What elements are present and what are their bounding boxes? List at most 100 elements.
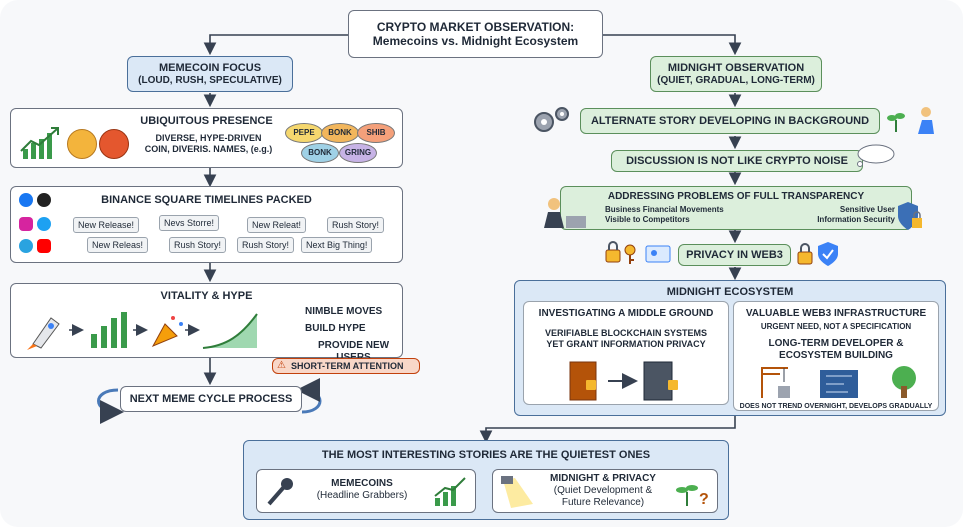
shield-lock-icon — [898, 202, 922, 230]
closed-door-icon — [643, 361, 678, 401]
tree-icon — [892, 366, 916, 398]
ecosystem-title: MIDNIGHT ECOSYSTEM — [666, 286, 794, 298]
transparency-right-line1: Sensitive User — [839, 205, 895, 214]
coin-pepe: PEPE — [285, 123, 323, 143]
alternate-story-label: ALTERNATE STORY DEVELOPING IN BACKGROUND — [590, 115, 870, 127]
outcome-new-users: PROVIDE NEW USERS — [317, 340, 390, 363]
growth-curve-icon — [202, 313, 258, 349]
midnight-privacy-subtitle-1: (Quiet Development & — [553, 485, 653, 496]
building-illustration — [761, 366, 916, 398]
twitter-icon — [37, 217, 51, 231]
main-title-box: CRYPTO MARKET OBSERVATION: Memecoins vs.… — [348, 10, 603, 58]
arrow-title-to-midnight — [603, 34, 742, 56]
instagram-icon — [19, 217, 33, 231]
binance-icon — [37, 193, 51, 207]
post-pill: Rush Story! — [169, 237, 227, 253]
midnight-observation-subtitle: (QUIET, GRADUAL, LONG-TERM) — [657, 75, 815, 86]
post-pill: New Releat! — [247, 217, 307, 233]
growth-chart-icon — [20, 127, 59, 159]
ubiquitous-text-line2: COIN, DIVERIS. NAMES, (e.g.) — [144, 144, 273, 154]
conclusion-title: THE MOST INTERESTING STORIES ARE THE QUI… — [321, 449, 651, 461]
coin-bonk: BONK — [321, 123, 359, 143]
middle-ground-title: INVESTIGATING A MIDDLE GROUND — [538, 308, 714, 319]
midnight-ecosystem-box: MIDNIGHT ECOSYSTEM INVESTIGATING A MIDDL… — [514, 280, 946, 416]
post-pill: Next Big Thing! — [301, 237, 373, 253]
ubiquitous-presence-box: UBIQUITOUS PRESENCE DIVERSE, HYPE-DRIVEN… — [10, 108, 403, 168]
plant-person-icon — [887, 107, 934, 134]
transparency-left: Business Financial Movements Visible to … — [605, 205, 724, 225]
transparency-left-line1: Business Financial Movements — [605, 205, 724, 214]
next-meme-cycle-label: NEXT MEME CYCLE PROCESS — [129, 393, 293, 405]
alternate-story-box: ALTERNATE STORY DEVELOPING IN BACKGROUND — [580, 108, 880, 134]
outcome-build-hype: BUILD HYPE — [305, 323, 366, 334]
memecoin-focus-header: MEMECOIN FOCUS (LOUD, RUSH, SPECULATIVE) — [127, 56, 293, 92]
youtube-icon — [37, 239, 51, 253]
bars-icon — [91, 312, 127, 348]
privacy-web3-label: PRIVACY IN WEB3 — [686, 249, 783, 261]
ubiquitous-text-line1: DIVERSE, HYPE-DRIVEN — [155, 133, 262, 143]
doge-coin-icon — [67, 129, 97, 159]
memecoin-focus-title: MEMECOIN FOCUS — [158, 62, 262, 74]
open-door-icon — [569, 361, 597, 401]
memecoins-title: MEMECOINS — [331, 478, 393, 489]
midnight-observation-header: MIDNIGHT OBSERVATION (QUIET, GRADUAL, LO… — [650, 56, 822, 92]
post-pill: Rush Story! — [327, 217, 385, 233]
main-title-line1: CRYPTO MARKET OBSERVATION: — [376, 20, 575, 34]
post-pill: New Releas! — [87, 237, 149, 253]
gears-icon — [534, 107, 569, 132]
memecoins-card: MEMECOINS (Headline Grabbers) — [256, 469, 476, 513]
growth-chart-icon — [434, 477, 466, 506]
warning-icon: ⚠ — [277, 360, 286, 371]
telegram-icon — [19, 239, 33, 253]
discussion-box: DISCUSSION IS NOT LIKE CRYPTO NOISE — [611, 150, 863, 172]
transparency-left-line2: Visible to Competitors — [605, 215, 690, 224]
crane-icon — [761, 367, 790, 398]
vitality-title: VITALITY & HYPE — [160, 290, 253, 302]
middle-ground-text-line2: YET GRANT INFORMATION PRIVACY — [546, 339, 706, 349]
infrastructure-panel: VALUABLE WEB3 INFRASTRUCTURE URGENT NEED… — [733, 301, 939, 411]
svg-text:?: ? — [699, 491, 709, 508]
party-popper-icon — [151, 316, 183, 348]
business-person-icon — [544, 198, 586, 228]
conclusion-box: THE MOST INTERESTING STORIES ARE THE QUI… — [243, 440, 729, 520]
transparency-right-line2: Information Security — [817, 215, 895, 224]
post-pill: Rush Story! — [237, 237, 295, 253]
post-pill: Nevs Storre! — [159, 215, 220, 231]
lock-shield-icons — [797, 242, 838, 266]
outcome-nimble-moves: NIMBLE MOVES — [305, 306, 383, 317]
shib-coin-icon — [99, 129, 129, 159]
midnight-privacy-subtitle-2: Future Relevance) — [561, 497, 645, 508]
thought-cloud-icon — [857, 144, 895, 167]
ubiquitous-text: DIVERSE, HYPE-DRIVEN COIN, DIVERIS. NAME… — [131, 133, 286, 155]
coin-bonk-2: BONK — [301, 143, 339, 163]
hype-illustration — [27, 312, 258, 350]
transparency-box: ADDRESSING PROBLEMS OF FULL TRANSPARENCY… — [560, 186, 912, 230]
spotlight-icon — [501, 476, 533, 508]
long-term-title: LONG-TERM DEVELOPER & ECOSYSTEM BUILDING — [734, 338, 938, 362]
middle-ground-panel: INVESTIGATING A MIDDLE GROUND VERIFIABLE… — [523, 301, 729, 405]
main-title-line2: Memecoins vs. Midnight Ecosystem — [372, 34, 579, 48]
midnight-privacy-card: MIDNIGHT & PRIVACY (Quiet Development & … — [492, 469, 718, 513]
next-meme-cycle-box: NEXT MEME CYCLE PROCESS — [120, 386, 302, 412]
privacy-web3-box: PRIVACY IN WEB3 — [678, 244, 791, 266]
binance-square-box: BINANCE SQUARE TIMELINES PACKED New Rele… — [10, 186, 403, 263]
arrow-title-to-memecoin — [203, 34, 348, 56]
sprout-question-icon: ? — [676, 485, 709, 508]
midnight-observation-title: MIDNIGHT OBSERVATION — [667, 62, 805, 74]
blueprint-icon — [820, 370, 858, 398]
coin-shib: SHIB — [357, 123, 395, 143]
facebook-icon — [19, 193, 33, 207]
rocket-icon — [27, 317, 60, 350]
long-term-title-line1: LONG-TERM DEVELOPER & — [768, 338, 904, 349]
post-pill: New Release! — [73, 217, 140, 233]
ubiquitous-title: UBIQUITOUS PRESENCE — [140, 115, 273, 127]
transparency-title: ADDRESSING PROBLEMS OF FULL TRANSPARENCY — [607, 191, 865, 202]
vitality-hype-box: VITALITY & HYPE NIMBLE MOVES BUILD HYPE … — [10, 283, 403, 363]
ecosystem-footer: DOES NOT TREND OVERNIGHT, DEVELOPS GRADU… — [739, 403, 933, 410]
transparency-right: Sensitive User Information Security — [801, 205, 895, 225]
middle-ground-text-line1: VERIFIABLE BLOCKCHAIN SYSTEMS — [544, 328, 707, 338]
coin-gring: GRING — [339, 143, 377, 163]
memecoin-focus-subtitle: (LOUD, RUSH, SPECULATIVE) — [138, 75, 282, 86]
middle-ground-text: VERIFIABLE BLOCKCHAIN SYSTEMS YET GRANT … — [524, 328, 728, 350]
